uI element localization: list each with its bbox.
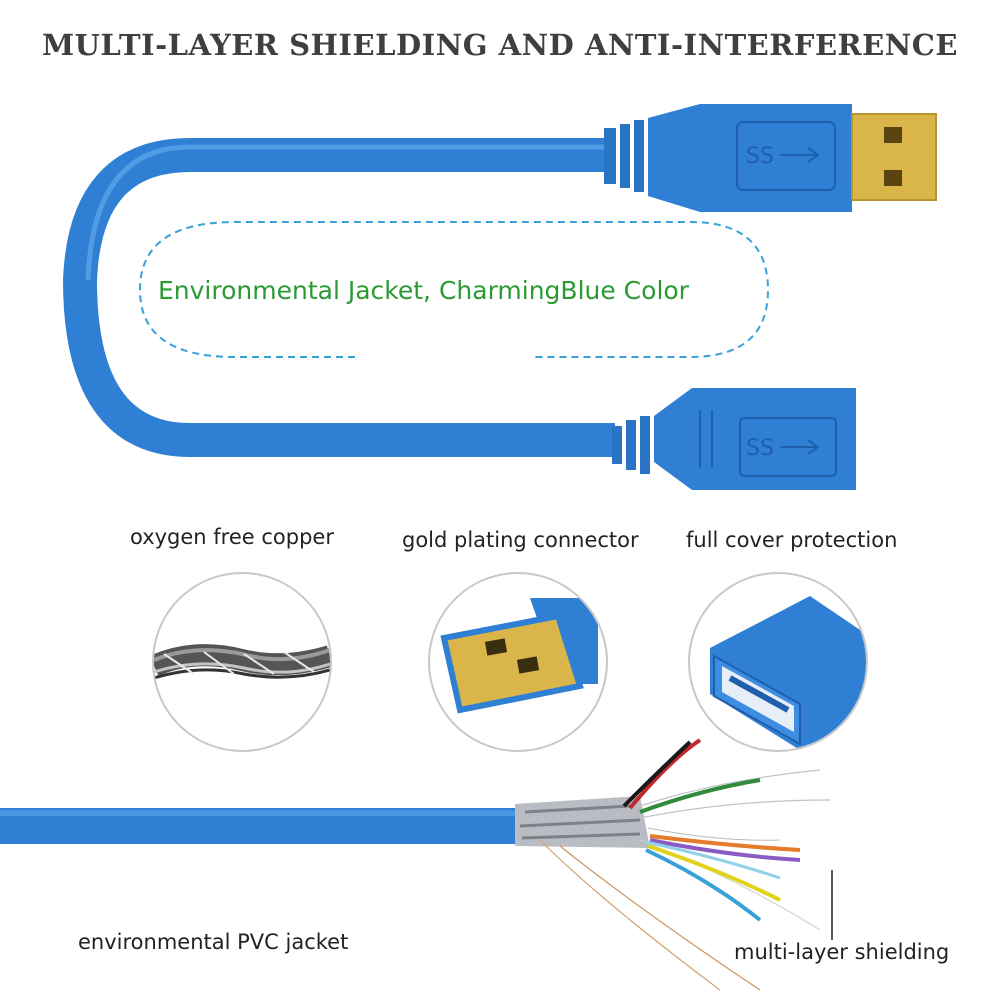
usb-female-socket-icon <box>688 572 868 752</box>
stripped-cable <box>0 738 833 991</box>
page-title: MULTI-LAYER SHIELDING AND ANTI-INTERFERE… <box>42 28 958 62</box>
ss-logo-male: SS <box>746 144 774 169</box>
shielding-label: multi-layer shielding <box>734 940 950 964</box>
cable-loop <box>62 138 615 457</box>
male-connector: SS <box>604 104 937 212</box>
feature-label-copper: oxygen free copper <box>130 525 334 549</box>
feature-label-gold: gold plating connector <box>402 528 639 552</box>
gold-usb-plug-icon <box>428 572 608 752</box>
pvc-jacket-label: environmental PVC jacket <box>78 930 349 954</box>
copper-strands-icon <box>152 572 332 752</box>
feature-label-cover: full cover protection <box>686 528 898 552</box>
female-connector: SS <box>612 388 856 490</box>
jacket-callout-text: Environmental Jacket, CharmingBlue Color <box>158 276 689 305</box>
callout-dashed-outline <box>138 221 770 358</box>
ss-logo-female: SS <box>746 436 774 461</box>
